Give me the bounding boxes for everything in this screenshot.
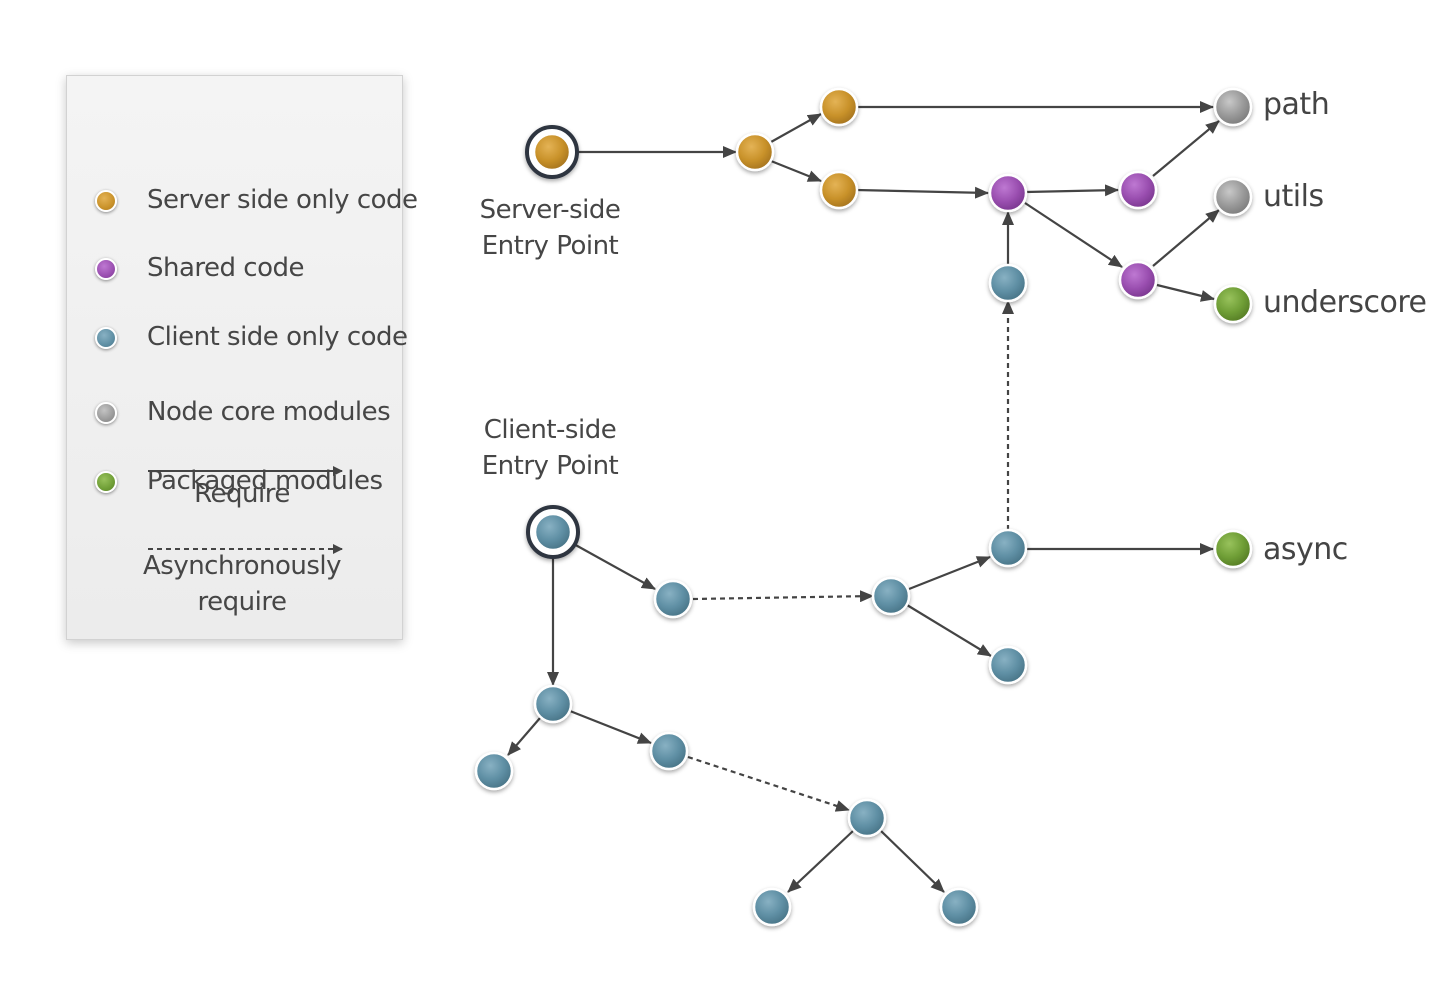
node-core-dot-icon: [95, 402, 117, 424]
async-require-label-line1: Asynchronously: [142, 551, 342, 581]
legend-label: Client side only code: [147, 322, 408, 352]
server-entry-node: [532, 132, 572, 172]
module-label-underscore: underscore: [1263, 285, 1427, 320]
edge-require: [770, 113, 822, 143]
client-code-dot-icon: [95, 327, 117, 349]
edge-async-require: [692, 590, 874, 603]
client-code-node: [988, 263, 1028, 303]
legend-panel: Server side only code Shared code Client…: [66, 75, 418, 640]
packaged-async-node: [1213, 529, 1253, 569]
legend-item-client-code: Client side only code: [93, 317, 408, 357]
module-label-async: async: [1263, 532, 1348, 567]
edge-async-require: [687, 755, 850, 812]
shared-code-node: [988, 173, 1028, 213]
packaged-underscore-node: [1213, 284, 1253, 324]
client-code-node: [939, 887, 979, 927]
edge-require: [906, 604, 992, 657]
server-code-node: [735, 132, 775, 172]
server-code-dot-icon: [95, 190, 117, 212]
shared-code-node: [1118, 170, 1158, 210]
node-core-path-node: [1213, 87, 1253, 127]
client-code-node: [474, 751, 514, 791]
client-code-node: [988, 528, 1028, 568]
edge-require: [507, 717, 541, 756]
edge-require: [770, 159, 822, 183]
legend-label: Server side only code: [147, 185, 418, 215]
client-code-node: [653, 579, 693, 619]
edge-require: [855, 186, 989, 199]
client-code-node: [533, 684, 573, 724]
packaged-module-dot-icon: [95, 471, 117, 493]
server-entry-label-line1: Server-side: [479, 195, 621, 225]
legend-label: Shared code: [147, 253, 305, 283]
shared-code-node: [1118, 260, 1158, 300]
server-entry-label-line2: Entry Point: [481, 231, 619, 261]
edge-require: [908, 555, 991, 591]
node-core-utils-node: [1213, 177, 1253, 217]
client-code-node: [752, 887, 792, 927]
client-entry-label-line2: Entry Point: [481, 451, 619, 481]
edge-require: [1152, 209, 1220, 267]
edge-require: [787, 830, 854, 893]
legend-item-shared-code: Shared code: [93, 248, 393, 288]
client-code-node: [847, 798, 887, 838]
legend-label: Node core modules: [147, 397, 391, 427]
legend-arrows: [148, 466, 343, 554]
module-label-utils: utils: [1263, 179, 1324, 214]
edge-require: [1025, 184, 1119, 197]
server-code-node: [819, 170, 859, 210]
edge-require: [1152, 120, 1220, 177]
edge-require: [571, 542, 656, 590]
client-code-node: [871, 576, 911, 616]
edge-require: [569, 709, 652, 745]
edge-require: [880, 830, 945, 893]
require-label: Require: [194, 479, 290, 509]
client-entry-node: [533, 512, 573, 552]
module-label-path: path: [1263, 87, 1330, 122]
client-entry-label-line1: Client-side: [483, 415, 617, 445]
shared-code-dot-icon: [95, 258, 117, 280]
legend-item-server-code: Server side only code: [93, 180, 418, 220]
edge-require: [1156, 283, 1215, 302]
async-require-label-line2: require: [197, 587, 287, 617]
client-code-node: [649, 731, 689, 771]
edge-require: [1024, 202, 1123, 268]
client-code-node: [988, 645, 1028, 685]
legend-item-node-core: Node core modules: [93, 392, 393, 432]
server-code-node: [819, 87, 859, 127]
